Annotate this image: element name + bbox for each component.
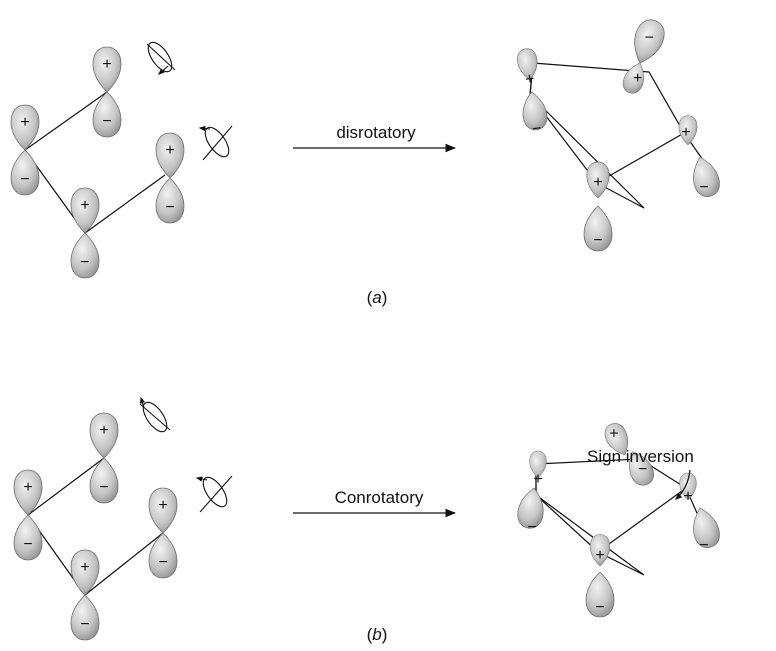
sign-plus: + xyxy=(102,56,111,73)
sign-plus: + xyxy=(683,488,692,505)
rotation-icon-right xyxy=(195,475,233,513)
rotation-icon-top xyxy=(139,396,171,433)
sign-minus: − xyxy=(595,599,604,616)
sign-plus: + xyxy=(595,547,604,564)
sign-minus: − xyxy=(80,616,89,633)
sign-plus: + xyxy=(681,124,690,141)
panel-b-reactant: + − + − + − + − xyxy=(13,396,233,641)
sign-plus: + xyxy=(165,142,174,159)
sign-plus: + xyxy=(609,426,618,443)
sign-minus: − xyxy=(531,120,543,138)
sign-minus: − xyxy=(165,199,174,216)
conrotatory-arrow: Conrotatory xyxy=(293,488,457,518)
p-orbital-a6: − + xyxy=(622,19,665,94)
sign-plus: + xyxy=(99,422,108,439)
sign-minus: − xyxy=(80,254,89,271)
rotation-icon-top xyxy=(146,41,176,75)
sign-minus: − xyxy=(645,30,654,47)
sign-plus: + xyxy=(158,497,167,514)
p-orbital-b5: + − xyxy=(517,450,547,536)
sign-plus: + xyxy=(524,70,536,88)
disrotatory-arrow: disrotatory xyxy=(293,123,457,153)
product-b-bond xyxy=(535,494,599,553)
p-orbital-b4: + − xyxy=(148,487,178,579)
sign-minus: − xyxy=(102,113,111,130)
panel-a-reactant: + − + − + − + − xyxy=(10,41,233,279)
p-orbital-b2: + − xyxy=(13,469,43,561)
disrotatory-label: disrotatory xyxy=(336,123,416,142)
sign-minus: − xyxy=(638,461,647,478)
panel-a-product: + − − + + − + − xyxy=(517,19,720,252)
sign-plus: + xyxy=(23,479,32,496)
sign-inversion-label: Sign inversion xyxy=(587,447,694,466)
p-orbital-b6: + − xyxy=(604,423,654,486)
p-orbital-a5: + − xyxy=(517,48,548,138)
p-orbital-a3: + − xyxy=(70,187,100,279)
sign-minus: − xyxy=(23,536,32,553)
sign-minus: − xyxy=(158,554,167,571)
p-orbital-b3: + − xyxy=(70,549,100,641)
panel-b: + − + − + − + − xyxy=(13,396,720,644)
sign-plus: + xyxy=(20,114,29,131)
sign-plus: + xyxy=(80,197,89,214)
p-orbital-a8: + − xyxy=(583,161,613,252)
reactant-b-bonds xyxy=(27,457,164,596)
sign-minus: − xyxy=(699,537,708,554)
product-b-ring xyxy=(535,458,688,576)
sign-plus: + xyxy=(593,174,602,191)
p-orbital-b7: + − xyxy=(679,472,720,554)
panel-a: + − + − + − + − xyxy=(10,19,720,307)
panel-b-product: + − + − + − + − Sign inversion xyxy=(517,423,720,618)
sign-minus: − xyxy=(527,519,536,536)
caption-b: (b) xyxy=(367,625,388,644)
sign-minus: − xyxy=(593,232,602,249)
sign-plus: + xyxy=(80,559,89,576)
p-orbital-b1: + − xyxy=(89,412,119,504)
p-orbital-a4: + − xyxy=(155,132,185,224)
sign-plus: + xyxy=(633,70,642,87)
reactant-a-bonds xyxy=(24,91,166,234)
p-orbital-a2: + − xyxy=(10,104,40,196)
p-orbital-a7: + − xyxy=(678,115,720,197)
sign-minus: − xyxy=(20,171,29,188)
sign-minus: − xyxy=(699,179,708,196)
sign-minus: − xyxy=(99,479,108,496)
rotation-icon-right xyxy=(198,125,233,161)
p-orbital-a1: + − xyxy=(92,46,122,138)
sign-plus: + xyxy=(533,471,542,488)
conrotatory-label: Conrotatory xyxy=(335,488,424,507)
caption-a: (a) xyxy=(367,288,388,307)
p-orbital-b8: + − xyxy=(585,534,615,618)
sign-inversion-arrow xyxy=(674,469,691,500)
